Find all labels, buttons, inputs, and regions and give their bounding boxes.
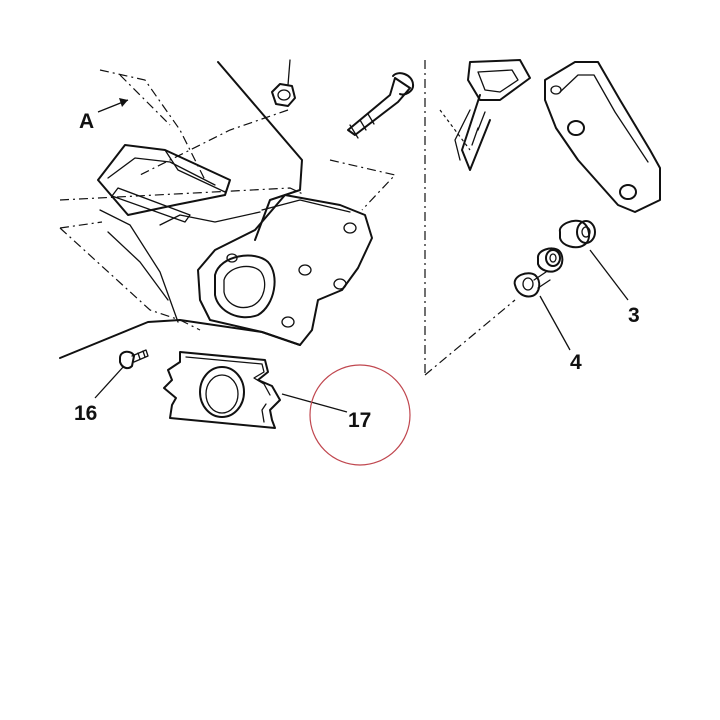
highlight-circle bbox=[309, 364, 411, 466]
small-bolt bbox=[513, 271, 551, 298]
leader-lines bbox=[94, 249, 629, 413]
phantom-lines bbox=[59, 60, 516, 376]
right-bracket bbox=[544, 61, 661, 213]
bushing-pair bbox=[537, 219, 596, 273]
callout-part-17: 17 bbox=[348, 409, 371, 432]
gasket-17 bbox=[163, 351, 281, 429]
callout-part-16: 16 bbox=[74, 402, 97, 425]
flange-nut bbox=[271, 59, 296, 107]
view-a-arrow bbox=[97, 98, 129, 113]
screw-16 bbox=[119, 349, 149, 370]
long-bolt bbox=[347, 72, 415, 139]
callout-part-3: 3 bbox=[628, 304, 640, 327]
engine-mount-bracket bbox=[59, 61, 373, 359]
callout-part-4: 4 bbox=[570, 351, 582, 374]
top-linkage bbox=[454, 59, 531, 171]
callout-view-a: A bbox=[79, 110, 94, 133]
